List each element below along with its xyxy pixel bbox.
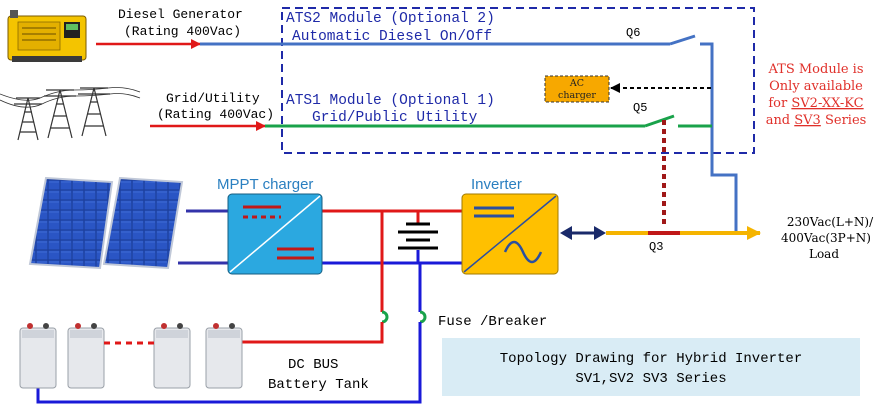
bidirectional-arrow-icon [560,226,606,240]
topology-caption: Topology Drawing for Hybrid Inverter SV1… [442,338,860,396]
diesel-output-line [700,42,738,232]
ats-note-line1: ATS Module is [767,62,863,77]
ac-charger-line2: charger [558,90,596,101]
topology-series: SV1,SV2 SV3 Series [575,371,726,387]
dc-link-capacitor-icon [398,222,438,250]
switch-q5 [644,114,675,128]
q6-label: Q6 [626,26,640,40]
battery-tank-label: Battery Tank [268,377,369,393]
diesel-rating-label: (Rating 400Vac) [124,24,241,39]
inverter-label: Inverter [471,176,522,193]
load-voltage-three: 400Vac(3P+N) [781,231,871,245]
solar-panel-icon [28,176,184,270]
load-voltage-single: 230Vac(L+N)/ [787,215,874,229]
ac-charger-box: AC charger [544,75,610,103]
switch-q6 [669,34,696,46]
ats-note-line2: Only available [769,79,863,94]
topology-title: Topology Drawing for Hybrid Inverter [500,351,802,367]
ats1-subtitle: Grid/Public Utility [312,110,478,126]
mppt-charger-label: MPPT charger [217,176,313,193]
grid-utility-label: Grid/Utility [166,91,260,106]
grid-rating-label: (Rating 400Vac) [157,107,274,122]
load-label: Load [809,247,839,261]
ats2-subtitle: Automatic Diesel On/Off [292,29,492,45]
ats-note-line3: for SV2-XX-KC [768,96,863,111]
ats-note-line4: and SV3 Series [766,113,867,128]
ac-charger-line1: AC [569,78,584,89]
ats2-title: ATS2 Module (Optional 2) [286,11,495,27]
ats1-title: ATS1 Module (Optional 1) [286,93,495,109]
battery-bank-icon [19,323,243,389]
fuse-positive [381,310,389,324]
diesel-generator-icon [7,10,87,62]
q3-label: Q3 [649,240,663,254]
battery-positive-line [228,322,384,344]
q5-label: Q5 [633,101,647,115]
dc-bus-label: DC BUS [288,357,338,373]
fuse-negative [419,310,427,324]
mppt-charger-module [227,193,323,275]
diesel-generator-label: Diesel Generator [118,7,243,22]
power-pylon-icon [0,87,141,141]
battery-negative-line [36,322,422,404]
ats-module-frame [281,7,755,154]
fuse-breaker-label: Fuse /Breaker [438,314,547,330]
inverter-module [461,193,559,275]
